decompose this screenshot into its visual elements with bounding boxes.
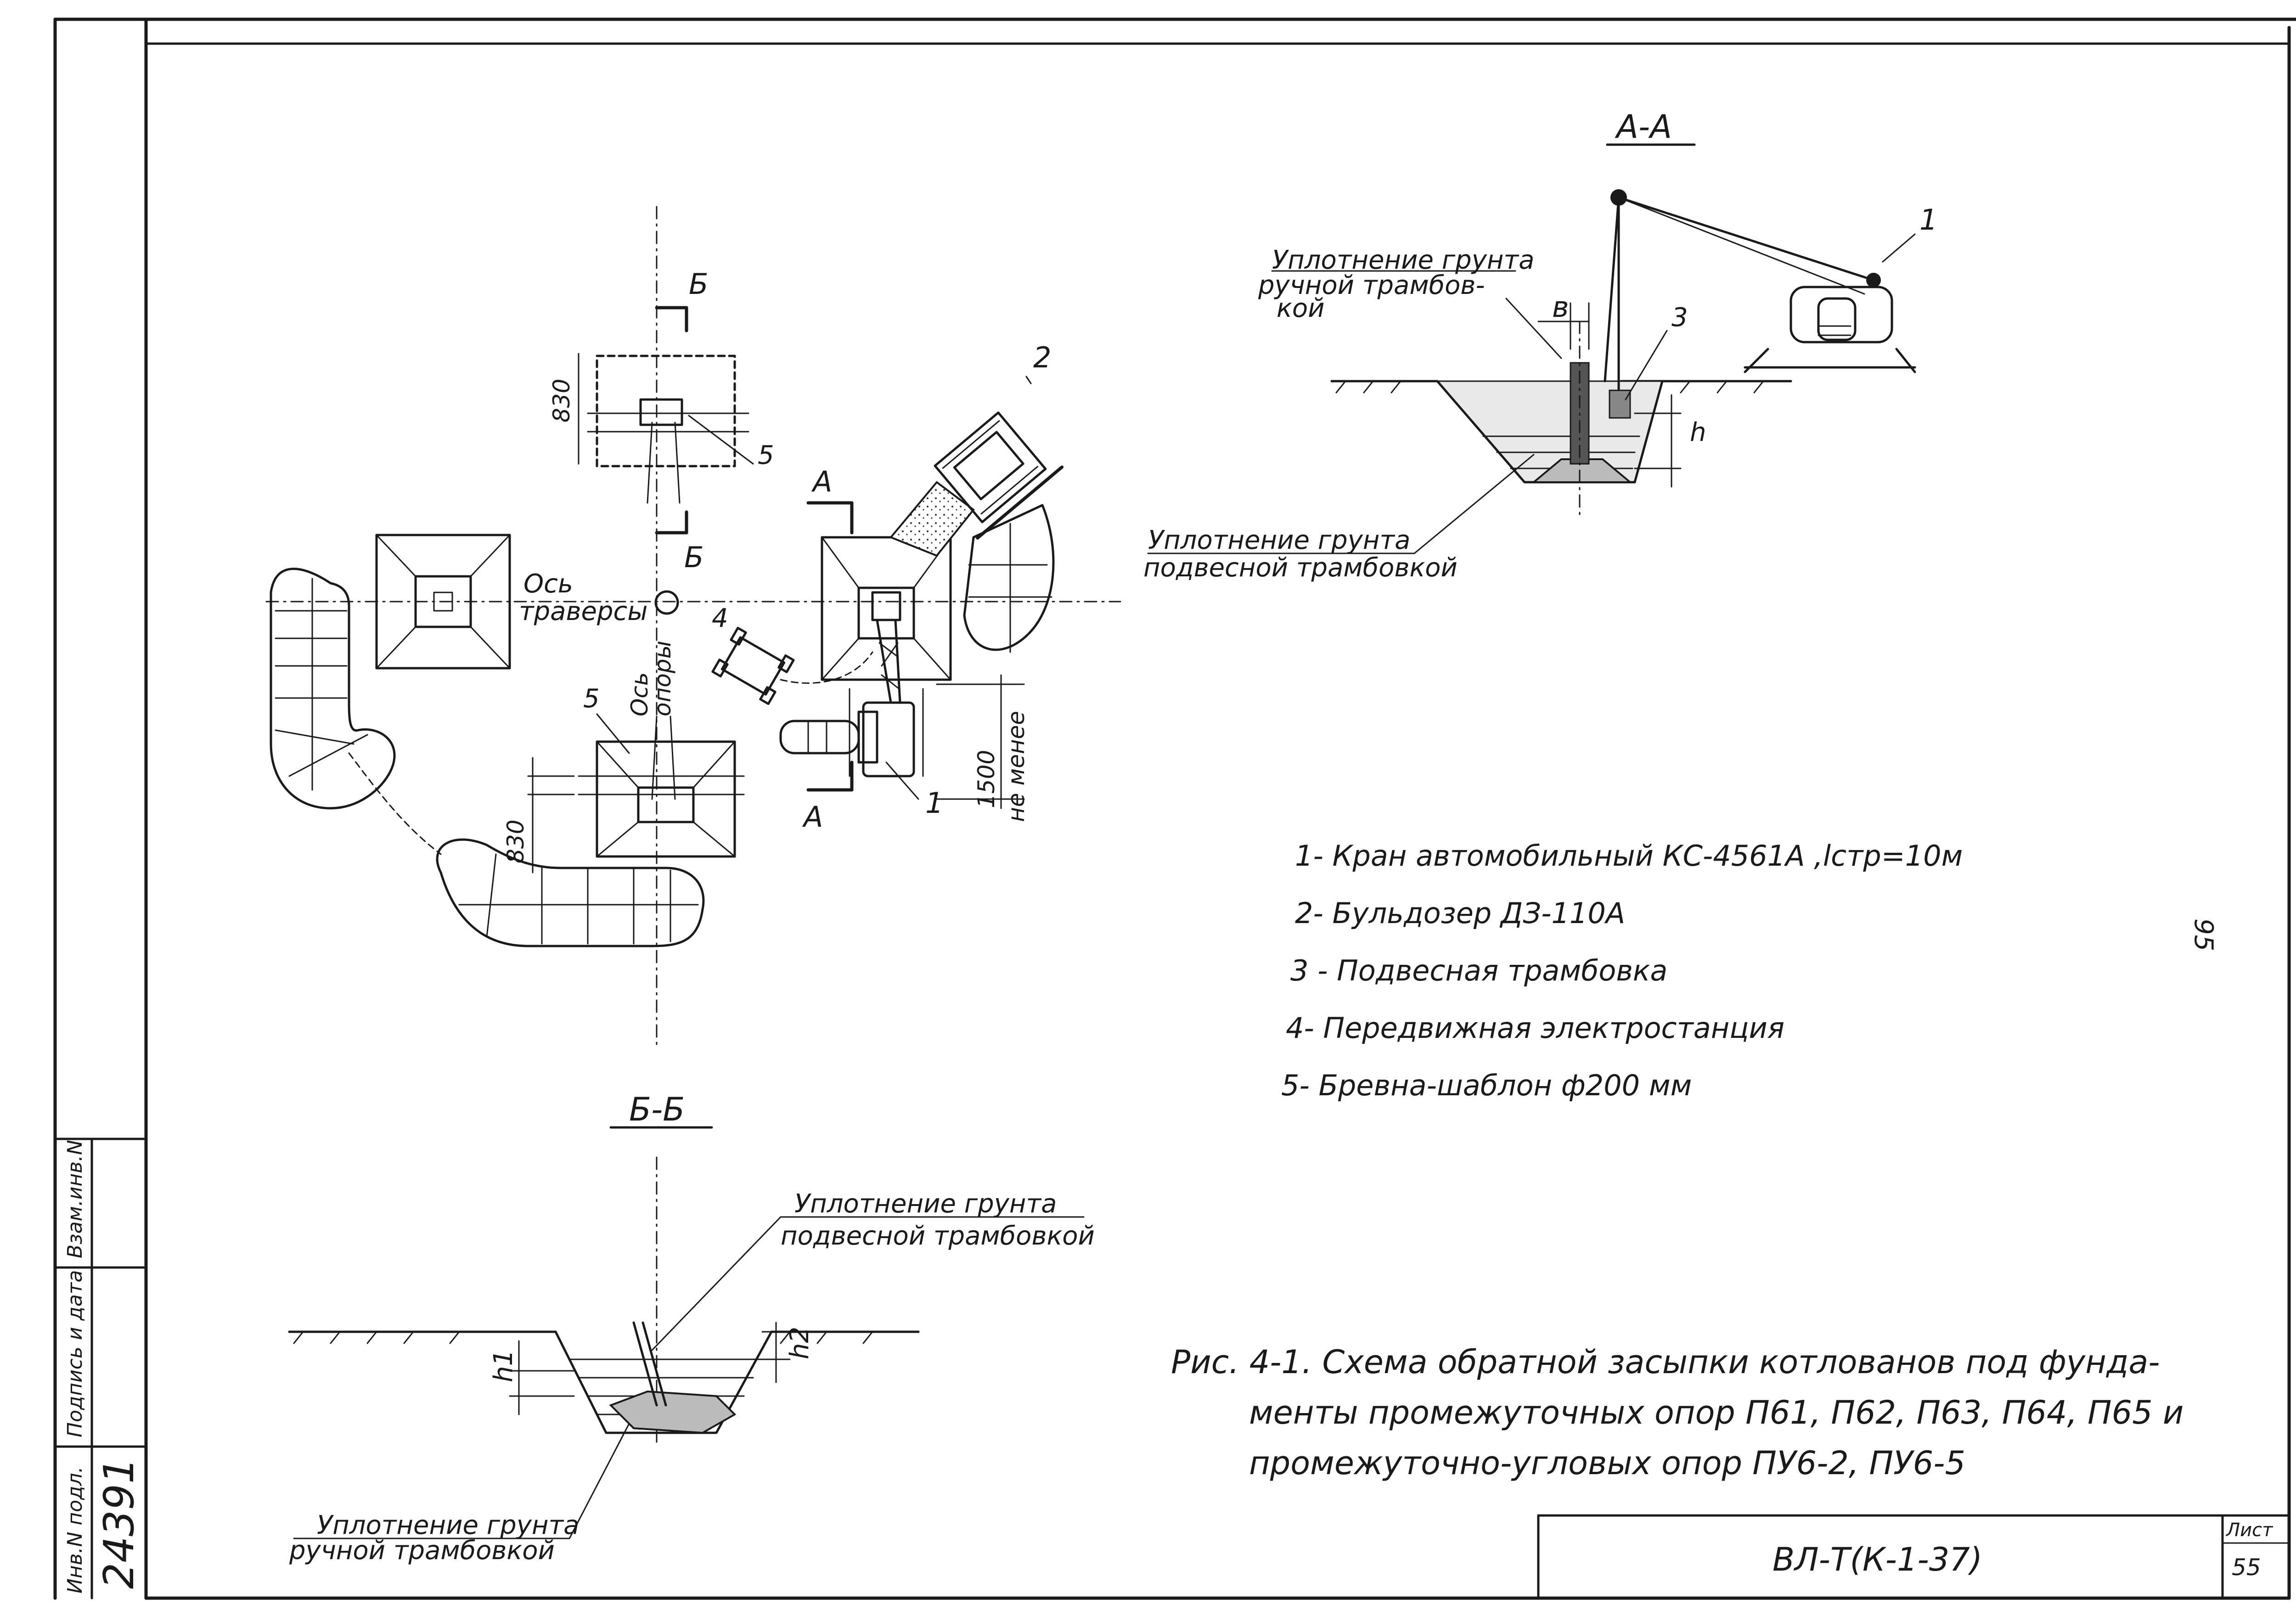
section-bb-note-top-2: подвесной трамбовкой <box>781 1221 1095 1251</box>
left-strip-swap: Взам.инв.N <box>63 1140 87 1258</box>
cut-a-top: А <box>811 465 832 498</box>
cut-b-bottom: Б <box>684 541 704 574</box>
section-bb-label-h1: h1 <box>489 1350 518 1382</box>
legend-item-2: 2- Бульдозер ДЗ-110А <box>1295 896 1625 930</box>
section-bb: Б-Б Уплотнение грунта подвесной трамбовк… <box>288 1091 1095 1566</box>
section-bb-note-top-1: Уплотнение грунта <box>794 1189 1057 1219</box>
section-aa-note-bottom-2: подвесной трамбовкой <box>1143 553 1458 583</box>
foundation-aa <box>1531 458 1633 483</box>
callout-4: 4 <box>712 603 728 633</box>
left-strip-sign: Подпись и дата <box>63 1270 87 1437</box>
legend-item-5: 5- Бревна-шаблон ф200 мм <box>1281 1069 1692 1102</box>
pushed-soil <box>963 504 1055 651</box>
spoil-heap-bottom-hatch <box>458 853 699 945</box>
designation: ВЛ-Т(К-1-37) <box>1773 1541 1982 1578</box>
spoil-heap-bottom <box>436 838 705 947</box>
legend: 1- Кран автомобильный КС-4561А ,lстр=10м… <box>1281 839 1963 1102</box>
title-block: ВЛ-Т(К-1-37) Лист 55 <box>1537 1514 2290 1600</box>
plan-view: 830 5 Б Б <box>265 206 1121 1048</box>
pit-left <box>375 534 511 670</box>
section-aa-callout-3: 3 <box>1671 303 1688 332</box>
caption-line-2: менты промежуточных опор П61, П62, П63, … <box>1249 1394 2183 1431</box>
legend-item-3: 3 - Подвесная трамбовка <box>1290 954 1667 987</box>
section-aa-note-top-2: ручной трамбов- <box>1258 270 1485 300</box>
foundation-bb <box>609 1390 737 1434</box>
section-bb-note-bottom-2: ручной трамбовкой <box>289 1536 555 1566</box>
dim-830-top: 830 <box>548 379 575 422</box>
left-strip-inv-number: 24391 <box>95 1458 143 1589</box>
spoil-heap-left-hatch <box>275 578 368 791</box>
section-bb-label-h2: h2 <box>785 1327 815 1359</box>
crane-aa <box>1604 189 1916 383</box>
dim-830-bottom: 830 <box>502 820 529 863</box>
cut-b-top: Б <box>689 267 709 301</box>
figure-caption: Рис. 4-1. Схема обратной засыпки котлова… <box>1171 1343 2183 1482</box>
sheet-label: Лист <box>2225 1520 2273 1541</box>
caption-line-1: Рис. 4-1. Схема обратной засыпки котлова… <box>1171 1343 2160 1381</box>
pit-bottom <box>578 715 745 858</box>
section-bb-note-bottom-1: Уплотнение грунта <box>317 1510 579 1540</box>
axis-support-label-2: опоры <box>649 641 676 716</box>
section-aa-note-top-1: Уплотнение грунта <box>1272 245 1534 275</box>
side-number: 95 <box>2189 918 2218 951</box>
section-bb-title: Б-Б <box>629 1091 685 1128</box>
legend-item-4: 4- Передвижная электростанция <box>1286 1011 1784 1045</box>
sheet-number: 55 <box>2232 1554 2261 1581</box>
dim-1500-value: 1500 <box>973 750 1000 808</box>
section-aa-callout-1: 1 <box>1919 203 1937 237</box>
axis-traverse-label-2: траверсы <box>519 597 648 626</box>
sheet-frame <box>53 17 2296 1600</box>
section-aa-label-b: в <box>1552 290 1569 324</box>
legend-item-1: 1- Кран автомобильный КС-4561А ,lстр=10м <box>1295 839 1963 873</box>
callout-1: 1 <box>925 786 943 820</box>
section-aa-title: А-А <box>1615 108 1672 146</box>
callout-2: 2 <box>1033 341 1051 374</box>
caption-line-3: промежуточно-угловых опор ПУ6-2, ПУ6-5 <box>1249 1444 1965 1482</box>
bulldozer <box>934 411 1064 540</box>
dim-1500-note: не менее <box>1003 711 1030 822</box>
axis-traverse-label-1: Ось <box>523 569 573 599</box>
axis-center-mark <box>654 590 679 615</box>
section-aa-note-bottom-1: Уплотнение грунта <box>1148 525 1410 555</box>
cut-a-bottom: А <box>802 800 823 834</box>
left-strip-inv: Инв.N подл. <box>63 1466 87 1594</box>
axis-support-label-1: Ось <box>626 672 653 716</box>
crane-plan <box>779 591 924 777</box>
section-aa-label-h: h <box>1690 417 1706 447</box>
section-aa-note-top-3: кой <box>1277 293 1324 323</box>
spoil-heap-left <box>270 568 396 810</box>
callout-5-bottom: 5 <box>583 684 600 714</box>
section-aa: А-А Уплотнение грунта ручной трамбов- ко… <box>1143 108 1937 583</box>
pit-top <box>596 355 736 468</box>
left-strip: Взам.инв.N Подпись и дата Инв.N подл. 24… <box>54 1138 147 1600</box>
generator <box>711 626 795 705</box>
callout-5-top: 5 <box>758 440 774 470</box>
